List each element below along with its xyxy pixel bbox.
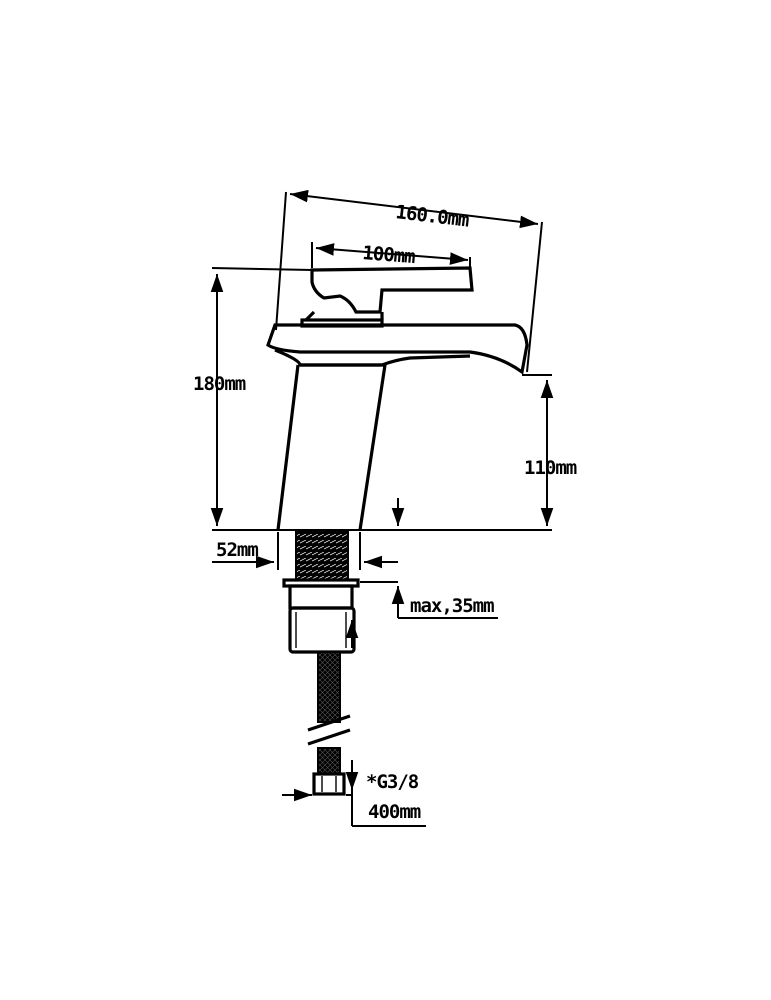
mounting-shank bbox=[282, 531, 360, 654]
hose-break-mark bbox=[307, 714, 351, 732]
faucet-column bbox=[276, 364, 387, 531]
overall-length-label: 160.0mm bbox=[394, 201, 470, 232]
dimension-overall-length: 160.0mm bbox=[275, 189, 543, 373]
supply-hose bbox=[307, 651, 351, 796]
dimension-total-height: 180mm bbox=[193, 267, 313, 526]
threaded-shank bbox=[295, 531, 349, 581]
hose-break-mark-2 bbox=[307, 728, 351, 746]
thread-size-label: *G3/8 bbox=[366, 771, 419, 793]
dimension-handle-length: 100mm bbox=[311, 242, 471, 268]
handle-length-label: 100mm bbox=[362, 242, 416, 268]
lever-handle bbox=[300, 266, 474, 328]
hose-lower bbox=[317, 747, 341, 775]
max-thickness-label: max,35mm bbox=[410, 595, 494, 617]
lock-nut bbox=[288, 606, 356, 654]
handle-base bbox=[300, 318, 384, 328]
dimension-thread-size: *G3/8 bbox=[282, 760, 420, 826]
handle-outline bbox=[310, 266, 474, 314]
dimension-base-diameter: 52mm bbox=[212, 532, 398, 570]
dimension-max-thickness: max,35mm bbox=[360, 498, 498, 619]
total-height-label: 180mm bbox=[193, 373, 246, 395]
base-diameter-label: 52mm bbox=[216, 539, 258, 561]
faucet-body bbox=[266, 323, 529, 531]
spout-outline bbox=[266, 323, 529, 375]
dimension-hose-length: 400mm bbox=[345, 620, 426, 827]
handle-stem bbox=[304, 310, 384, 322]
spout-height-label: 110mm bbox=[524, 457, 577, 479]
dimension-spout-height: 110mm bbox=[522, 374, 578, 526]
hose-fitting bbox=[312, 772, 346, 796]
hose-upper bbox=[317, 651, 341, 723]
hose-length-label: 400mm bbox=[368, 801, 421, 823]
lock-nut-upper bbox=[288, 584, 354, 610]
